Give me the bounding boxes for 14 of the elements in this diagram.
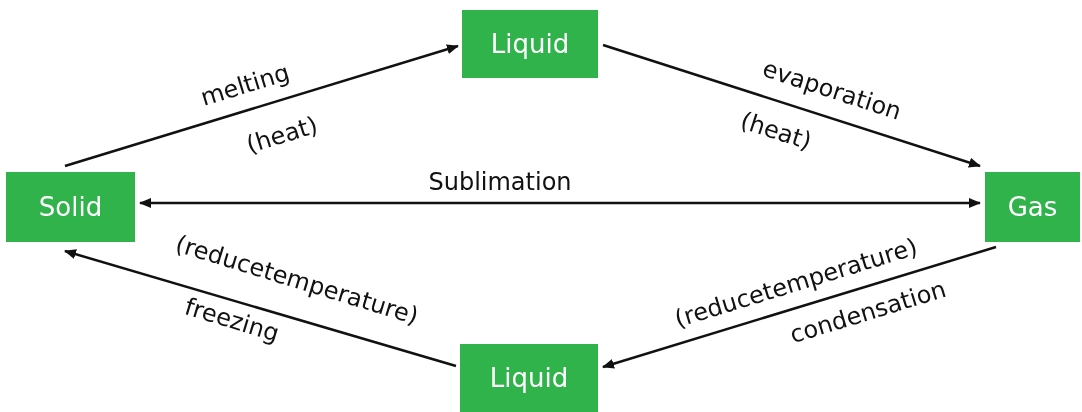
arrow [64, 249, 457, 368]
state-box [460, 344, 598, 412]
arrow [139, 198, 981, 208]
state-box [6, 172, 135, 242]
arrow [602, 245, 997, 369]
state-box [462, 10, 598, 78]
state-label: Gas [1007, 190, 1058, 224]
state-label: Liquid [490, 27, 570, 61]
state-label: Liquid [489, 361, 569, 395]
arrow [602, 43, 981, 168]
edge-label: Sublimation [428, 167, 572, 198]
state-box [985, 172, 1080, 242]
state-label: Solid [38, 190, 103, 224]
arrow [64, 44, 459, 168]
